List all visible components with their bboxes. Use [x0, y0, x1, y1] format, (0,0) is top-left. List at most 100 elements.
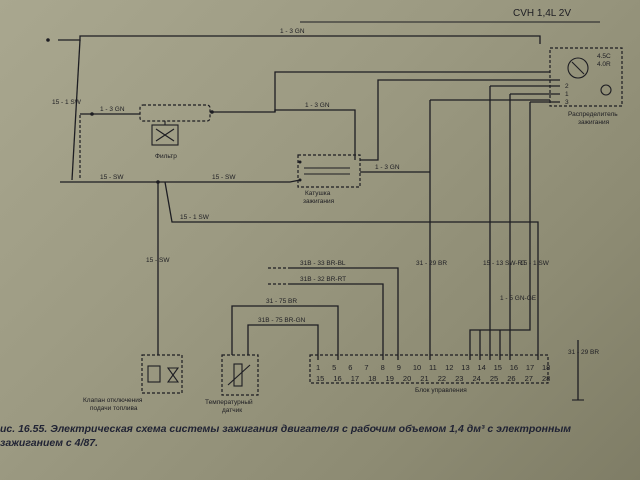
connector-pin-bottom: 24 — [472, 374, 480, 383]
wire-top-label: 1 - 3 GN — [280, 28, 305, 35]
connector-pin-top: 7 — [364, 363, 368, 372]
connector-pin-bottom: 17 — [351, 374, 359, 383]
wire-3175-gn — [247, 324, 319, 360]
connector-pin-top: 6 — [348, 363, 352, 372]
control-unit-connector — [309, 354, 549, 384]
filter-symbol — [155, 128, 175, 142]
temp-sensor-housing — [221, 354, 259, 396]
temp-sensor-label-2: датчик — [222, 407, 242, 414]
distributor-rotor-arm — [571, 61, 585, 75]
connector-pin-bottom: 23 — [455, 374, 463, 383]
connector-pin-bottom: 19 — [386, 374, 394, 383]
wire-left-vertical — [71, 39, 81, 181]
connector-pin-top: 18 — [542, 363, 550, 372]
wire-3132 — [290, 283, 384, 360]
temp-sensor-arrow — [227, 364, 251, 386]
wire-3133 — [290, 267, 399, 360]
connector-pin-top: 1 — [316, 363, 320, 372]
connector-pin-bottom: 26 — [507, 374, 515, 383]
wire-15-label: 1 - 5 GN-GE — [500, 295, 537, 302]
distributor-sensor — [600, 84, 612, 96]
wire-filter-right — [210, 109, 356, 160]
connector-pin-top: 12 — [445, 363, 453, 372]
connector-pin-bottom: 18 — [368, 374, 376, 383]
caption-line-1: ис. 16.55. Электрическая схема системы з… — [0, 423, 571, 435]
wire-sw-lower-label: 15 - 1 SW — [180, 214, 210, 221]
distributor-housing — [549, 47, 623, 107]
wire-valve-label: 15 - SW — [146, 257, 170, 264]
connector-pin-bottom: 25 — [490, 374, 498, 383]
connector-pin-bottom: 15 — [316, 374, 324, 383]
distributor-pin: 1 — [565, 91, 569, 98]
connector-pin-top: 8 — [381, 363, 385, 372]
valve-symbol — [166, 367, 180, 383]
connector-pin-bottom: 27 — [525, 374, 533, 383]
wire-3175-label: 31 - 75 BR — [266, 298, 297, 305]
connector-pin-top: 9 — [397, 363, 401, 372]
model-label: CVH 1,4L 2V — [513, 8, 571, 19]
wire-3175-gn-label: 31B - 75 BR-GN — [258, 317, 306, 324]
connector-pin-bottom: 21 — [420, 374, 428, 383]
filter-label: Фильтр — [155, 153, 177, 160]
wire-3129-label: 31 - 29 BR — [416, 260, 447, 267]
coil-label-2: зажигания — [303, 198, 335, 205]
coil-terminal — [298, 160, 302, 164]
control-unit-label: Блок управления — [415, 387, 467, 394]
valve-housing — [141, 354, 183, 394]
connector-pin-bottom: 22 — [438, 374, 446, 383]
connector-pin-bottom: 16 — [333, 374, 341, 383]
connector-pin-top: 5 — [332, 363, 336, 372]
connector-pin-bottom: 20 — [403, 374, 411, 383]
junction-dot — [210, 110, 214, 114]
wire-filter-left-label: 1 - 3 GN — [100, 106, 125, 113]
distributor-label-1: Распределитель — [568, 111, 618, 118]
connector-pin-top: 10 — [413, 363, 421, 372]
valve-coil — [147, 365, 161, 383]
connector-bottom-pins: 15 16 17 18 19 20 21 22 23 24 25 26 27 28 — [316, 374, 550, 383]
connector-pin-bottom: 28 — [542, 374, 550, 383]
connector-pin-top: 13 — [461, 363, 469, 372]
temp-sensor-label-1: Температурный — [205, 398, 253, 406]
connector-pin-top: 16 — [510, 363, 518, 372]
wire-upper-loop — [274, 71, 550, 112]
wire-3175 — [231, 305, 339, 360]
junction-dot — [90, 112, 94, 116]
valve-label-2: подачи топлива — [90, 405, 138, 412]
connector-pin-top: 17 — [526, 363, 534, 372]
connector-pin-top: 11 — [429, 363, 437, 372]
wire-sw — [60, 179, 301, 183]
wire-left-label: 15 - 1 SW — [52, 99, 82, 106]
wire-sw-lower — [164, 181, 539, 360]
distributor-rotor — [567, 57, 589, 79]
valve-label-1: Клапан отключения — [83, 397, 143, 404]
distributor-pin: 3 — [565, 99, 569, 106]
distributor-pin: 4.5C — [597, 53, 611, 60]
wire-coil-to-distributor — [360, 79, 560, 161]
connector-pin-top: 15 — [494, 363, 502, 372]
wire-terminal — [46, 38, 50, 42]
distributor-pin: 4.0R — [597, 61, 611, 68]
connector-pin-top: 14 — [477, 363, 485, 372]
wire-coil-right-label: 1 - 3 GN — [375, 164, 400, 171]
filter-housing — [139, 104, 211, 122]
coil-windings — [304, 167, 350, 175]
wire-151-label: 15 - 1 SW — [520, 260, 550, 267]
coil-housing — [297, 154, 361, 188]
wire-1513-label: 15 - 13 SW-RT — [483, 260, 526, 267]
wire-ground-label: 31 - 29 BR — [568, 349, 599, 356]
wire-3133-label: 31B - 33 BR-BL — [300, 260, 346, 267]
distributor-pin: 2 — [565, 83, 569, 90]
wire-filter-right-label: 1 - 3 GN — [305, 102, 330, 109]
wire-sw-mid-label: 15 - SW — [212, 174, 236, 181]
wire-top — [58, 35, 541, 44]
coil-label-1: Катушка — [305, 190, 331, 197]
temp-sensor-element — [233, 363, 243, 387]
wire-sw-left-label: 15 - SW — [100, 174, 124, 181]
wire-3132-label: 31B - 32 BR-RT — [300, 276, 346, 283]
caption-line-2: зажиганием с 4/87. — [0, 437, 98, 449]
wire-15-loop — [469, 102, 531, 360]
distributor-label-2: зажигания — [578, 119, 610, 126]
